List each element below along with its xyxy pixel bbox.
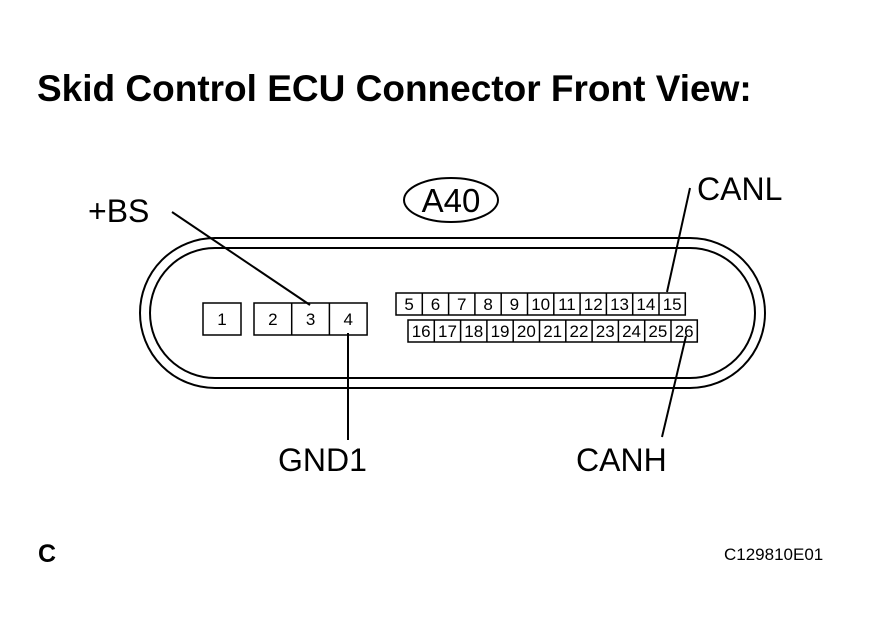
pin-4: 4	[344, 310, 353, 329]
label-canh: CANH	[576, 442, 667, 478]
pin-row-bottom: 16 17 18 19 20 21 22 23 24 25 26	[407, 319, 699, 343]
canl-leader-line	[666, 187, 691, 293]
pin-24: 24	[622, 322, 641, 341]
label-bs: +BS	[88, 193, 149, 229]
pin-11: 11	[558, 295, 576, 314]
pin-17: 17	[438, 322, 457, 341]
connector-inner-outline	[149, 247, 756, 379]
pin-block-outline	[253, 302, 368, 336]
pin-8: 8	[483, 295, 492, 314]
footer-figure-id: C129810E01	[724, 545, 824, 564]
pin-block-outline	[202, 302, 242, 336]
footer-left-code: C	[38, 540, 57, 568]
pin-6: 6	[431, 295, 440, 314]
pin-14: 14	[636, 295, 655, 314]
pin-16: 16	[412, 322, 431, 341]
label-gnd1: GND1	[278, 442, 367, 478]
pin-22: 22	[569, 322, 588, 341]
bs-leader-line	[171, 211, 311, 306]
pin-5: 5	[404, 295, 413, 314]
pin-block-outline	[407, 319, 699, 343]
pin-25: 25	[648, 322, 667, 341]
pin-13: 13	[610, 295, 629, 314]
pin-26: 26	[675, 322, 694, 341]
pin-block-outline	[395, 292, 687, 316]
pin-12: 12	[584, 295, 603, 314]
connector-outer-outline	[139, 237, 766, 389]
pin-15: 15	[663, 295, 682, 314]
pin-20: 20	[517, 322, 536, 341]
pin-21: 21	[543, 322, 562, 341]
pin-group-1: 1	[202, 302, 242, 336]
pin-group-2: 2 3 4	[253, 302, 368, 336]
canh-leader-line	[661, 335, 687, 438]
pin-3: 3	[306, 310, 315, 329]
pin-2: 2	[268, 310, 277, 329]
pin-10: 10	[531, 295, 550, 314]
pin-1: 1	[217, 310, 226, 329]
pin-23: 23	[596, 322, 615, 341]
connector-id: A40	[422, 182, 481, 219]
pin-18: 18	[464, 322, 483, 341]
pin-7: 7	[457, 295, 466, 314]
pin-19: 19	[491, 322, 510, 341]
connector-id-ellipse	[403, 177, 499, 223]
pin-9: 9	[510, 295, 519, 314]
page-title: Skid Control ECU Connector Front View:	[37, 68, 752, 109]
label-canl: CANL	[697, 171, 782, 207]
